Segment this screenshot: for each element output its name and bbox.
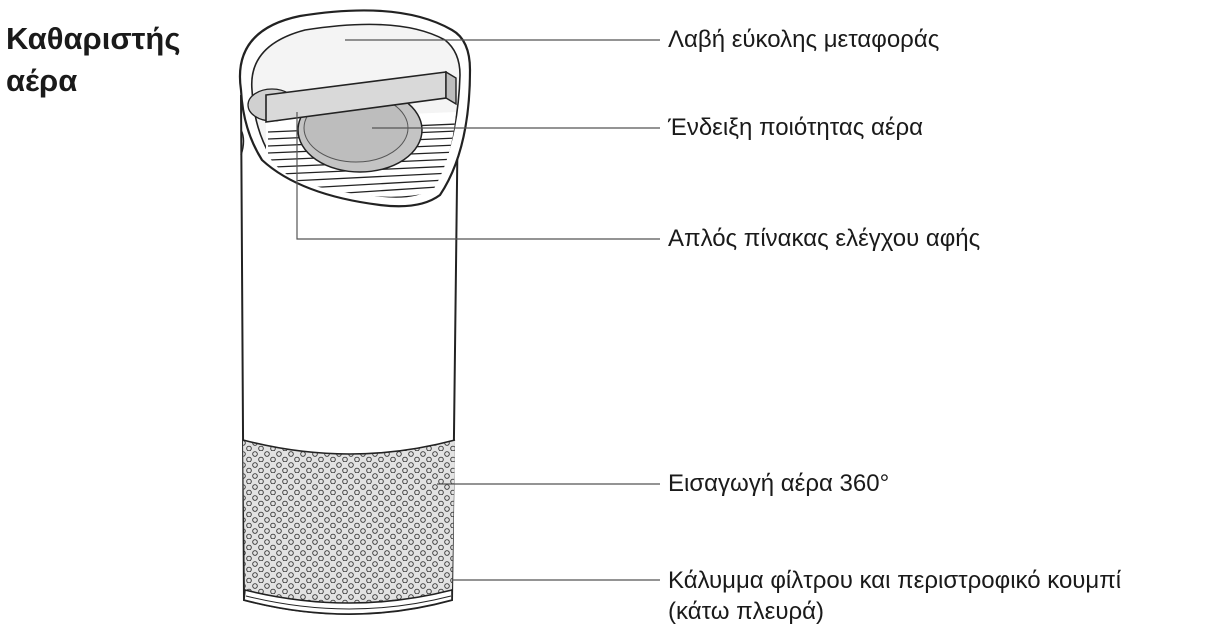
label-air-intake: Εισαγωγή αέρα 360° [668, 470, 890, 497]
purifier-body [240, 94, 459, 615]
title-line-2: αέρα [6, 63, 78, 98]
leader-line-touch-panel [296, 112, 660, 240]
touch-control-panel [265, 70, 457, 123]
diagram-title: Καθαριστής αέρα [6, 18, 226, 102]
leader-lines [296, 39, 660, 581]
title-line-1: Καθαριστής [6, 21, 181, 56]
filter-cover-ring [243, 588, 453, 615]
label-handle: Λαβή εύκολης μεταφοράς [668, 26, 940, 53]
label-filter-cover: Κάλυμμα φίλτρου και περιστροφικό κουμπί … [668, 567, 1122, 625]
label-air-quality: Ένδειξη ποιότητας αέρα [668, 114, 924, 141]
label-touch-panel: Απλός πίνακας ελέγχου αφής [668, 225, 981, 252]
